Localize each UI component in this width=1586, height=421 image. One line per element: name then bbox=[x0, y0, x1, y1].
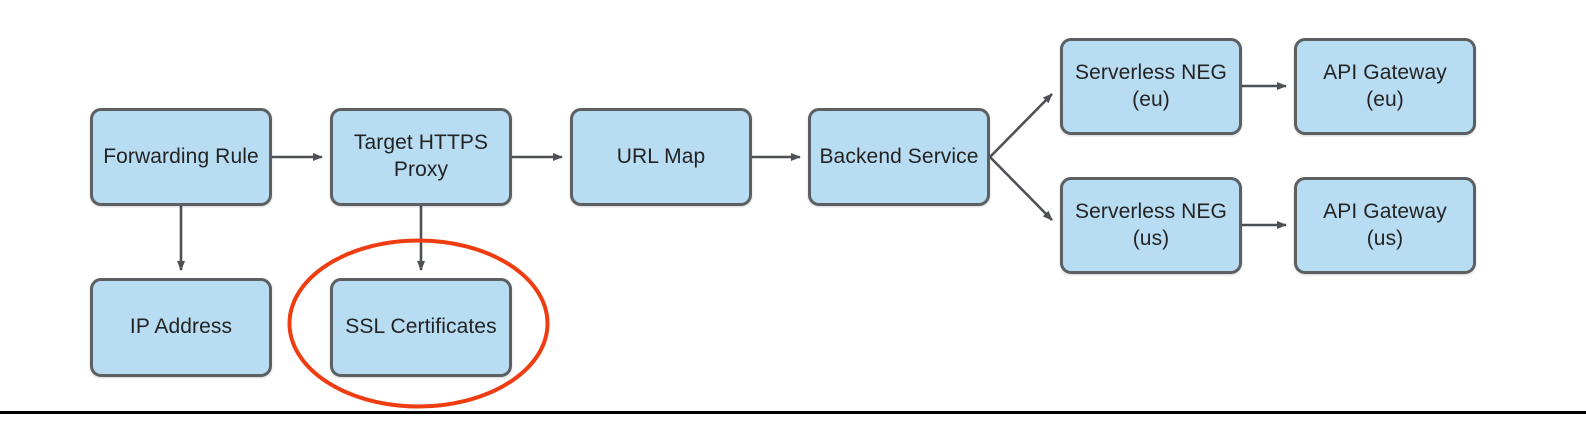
node-forwarding-rule[interactable]: Forwarding Rule bbox=[90, 108, 272, 206]
node-label-serverless-neg-eu: Serverless NEG (eu) bbox=[1075, 60, 1227, 111]
highlight-ssl-certificates bbox=[287, 238, 550, 409]
node-label-api-gateway-eu: API Gateway (eu) bbox=[1323, 60, 1447, 111]
node-serverless-neg-eu[interactable]: Serverless NEG (eu) bbox=[1060, 38, 1242, 135]
node-label-serverless-neg-us: Serverless NEG (us) bbox=[1075, 199, 1227, 250]
node-ip-address[interactable]: IP Address bbox=[90, 278, 272, 377]
node-label-ssl-certificates: SSL Certificates bbox=[345, 315, 497, 339]
node-api-gateway-eu[interactable]: API Gateway (eu) bbox=[1294, 38, 1476, 135]
node-url-map[interactable]: URL Map bbox=[570, 108, 752, 206]
node-label-url-map: URL Map bbox=[616, 144, 706, 168]
bottom-divider-rule bbox=[0, 411, 1586, 414]
node-target-https-proxy[interactable]: Target HTTPS Proxy bbox=[330, 108, 512, 206]
node-label-forwarding-rule: Forwarding Rule bbox=[103, 144, 259, 168]
node-api-gateway-us[interactable]: API Gateway (us) bbox=[1294, 177, 1476, 274]
node-label-target-https-proxy: Target HTTPS Proxy bbox=[353, 131, 489, 181]
node-label-backend-service: Backend Service bbox=[819, 144, 979, 168]
node-serverless-neg-us[interactable]: Serverless NEG (us) bbox=[1060, 177, 1242, 274]
node-ssl-certificates[interactable]: SSL Certificates bbox=[330, 278, 512, 377]
node-label-ip-address: IP Address bbox=[129, 315, 233, 339]
node-backend-service[interactable]: Backend Service bbox=[808, 108, 990, 206]
edge-backend-service-to-serverless-neg-us bbox=[989, 156, 1053, 221]
node-label-api-gateway-us: API Gateway (us) bbox=[1323, 199, 1447, 250]
edge-backend-service-to-serverless-neg-eu bbox=[989, 93, 1053, 158]
